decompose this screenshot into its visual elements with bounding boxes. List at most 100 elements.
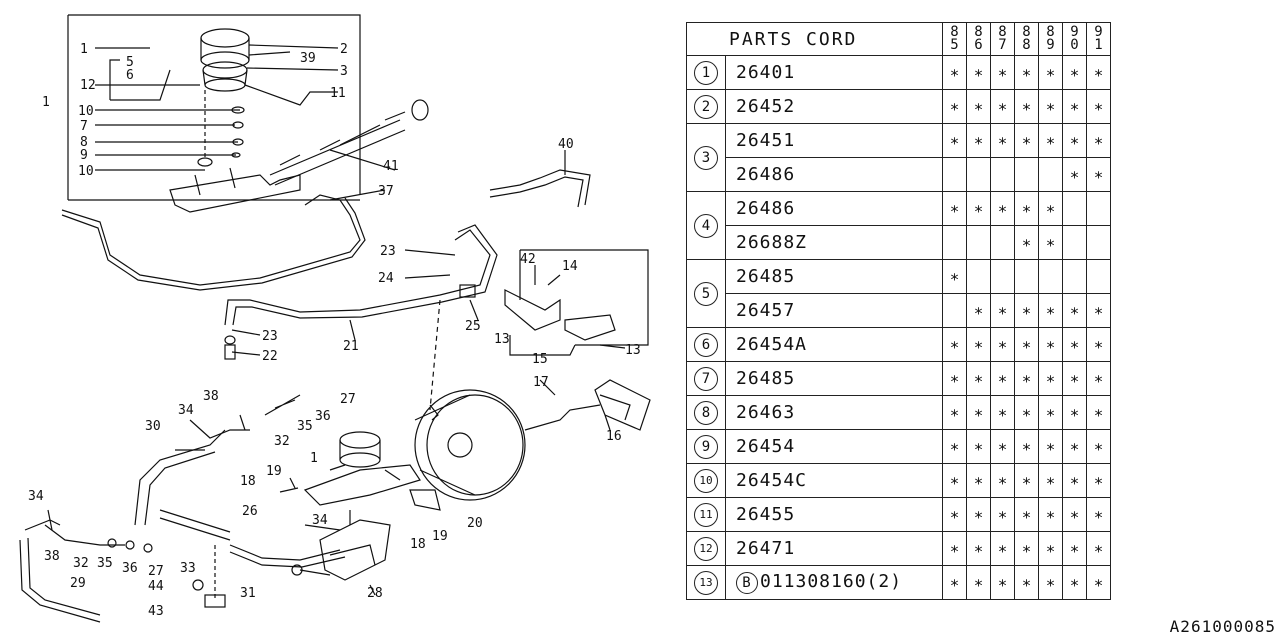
callout-13b: 13 [625, 343, 641, 358]
part-number: 26451 [736, 130, 796, 151]
year-applicability-cell: ∗ [942, 429, 967, 464]
year-applicability-cell: ∗ [1086, 565, 1111, 600]
year-applicability-cell: ∗ [1086, 361, 1111, 396]
callout-44: 44 [148, 579, 164, 594]
callout-31: 31 [240, 586, 256, 601]
year-applicability-cell: ∗ [990, 429, 1015, 464]
callout-29: 29 [70, 576, 86, 591]
part-number: 26454 [736, 436, 796, 457]
callout-2: 2 [340, 42, 348, 57]
callout-16: 16 [606, 429, 622, 444]
year-applicability-cell: ∗ [1038, 463, 1063, 498]
part-number-cell: 26454 [725, 429, 943, 464]
year-applicability-cell: ∗ [1014, 531, 1039, 566]
year-applicability-cell [966, 225, 991, 260]
year-applicability-cell [1062, 225, 1087, 260]
part-number: 26463 [736, 402, 796, 423]
year-applicability-cell: ∗ [1014, 327, 1039, 362]
year-applicability-cell: ∗ [942, 395, 967, 430]
year-header-88: 8 8 [1014, 22, 1039, 56]
part-number-cell: 26471 [725, 531, 943, 566]
callout-13: 13 [494, 332, 510, 347]
year-applicability-cell: ∗ [1038, 123, 1063, 158]
part-number-cell: 26452 [725, 89, 943, 124]
year-applicability-cell: ∗ [1038, 565, 1063, 600]
callout-23b: 23 [262, 329, 278, 344]
ref-number-cell: 4 [686, 191, 726, 260]
year-applicability-cell [990, 157, 1015, 192]
year-header-85: 8 5 [942, 22, 967, 56]
year-header-89: 8 9 [1038, 22, 1063, 56]
year-applicability-cell: ∗ [1086, 293, 1111, 328]
year-applicability-cell: ∗ [1086, 157, 1111, 192]
year-applicability-cell: ∗ [1062, 361, 1087, 396]
year-applicability-cell: ∗ [942, 531, 967, 566]
year-applicability-cell: ∗ [1086, 463, 1111, 498]
year-applicability-cell: ∗ [1014, 565, 1039, 600]
year-applicability-cell: ∗ [1038, 55, 1063, 90]
callout-1b: 1 [310, 451, 318, 466]
ref-number-circle: 11 [694, 503, 718, 527]
year-applicability-cell [1038, 157, 1063, 192]
ref-number-cell: 11 [686, 497, 726, 532]
year-applicability-cell: ∗ [1062, 293, 1087, 328]
part-number: 26454A [736, 334, 808, 355]
ref-number-cell: 12 [686, 531, 726, 566]
year-applicability-cell: ∗ [942, 361, 967, 396]
part-number: 26485 [736, 368, 796, 389]
year-applicability-cell: ∗ [966, 531, 991, 566]
year-applicability-cell: ∗ [1038, 327, 1063, 362]
year-applicability-cell: ∗ [966, 361, 991, 396]
year-applicability-cell: ∗ [1038, 89, 1063, 124]
year-applicability-cell [990, 259, 1015, 294]
callout-38b: 38 [44, 549, 60, 564]
ref-number-cell: 8 [686, 395, 726, 430]
part-number-cell: 26455 [725, 497, 943, 532]
year-applicability-cell: ∗ [1014, 89, 1039, 124]
year-applicability-cell: ∗ [966, 191, 991, 226]
table-row: 26457∗∗∗∗∗∗ [687, 293, 1111, 328]
callout-19: 19 [266, 464, 282, 479]
part-number: 26454C [736, 470, 808, 491]
year-applicability-cell: ∗ [990, 361, 1015, 396]
diagram-callouts: 1 5 6 12 1 10 7 8 9 10 2 39 3 11 41 37 4… [28, 42, 641, 619]
year-applicability-cell: ∗ [942, 191, 967, 226]
parts-cord-header: PARTS CORD [686, 22, 943, 56]
year-applicability-cell: ∗ [942, 565, 967, 600]
callout-11: 11 [330, 86, 346, 101]
ref-number-circle: 6 [694, 332, 718, 357]
callout-6: 6 [126, 68, 134, 83]
year-applicability-cell: ∗ [1086, 395, 1111, 430]
callout-10: 10 [78, 104, 94, 119]
ref-number-circle: 7 [694, 366, 718, 391]
year-applicability-cell [1086, 225, 1111, 260]
year-applicability-cell: ∗ [966, 565, 991, 600]
part-number: 26486 [736, 198, 796, 219]
ref-number-circle: 1 [694, 60, 718, 85]
year-applicability-cell [1062, 259, 1087, 294]
callout-18: 18 [240, 474, 256, 489]
part-number-cell: 26485 [725, 259, 943, 294]
year-applicability-cell: ∗ [1062, 497, 1087, 532]
callout-23: 23 [380, 244, 396, 259]
ref-number-cell: 10 [686, 463, 726, 498]
year-applicability-cell [966, 157, 991, 192]
ref-number-cell: 7 [686, 361, 726, 396]
year-applicability-cell: ∗ [942, 463, 967, 498]
callout-35b: 35 [97, 556, 113, 571]
ref-number-circle: 13 [694, 571, 718, 595]
part-number-cell: 26457 [725, 293, 943, 328]
ref-number-cell: 6 [686, 327, 726, 362]
bolt-prefix-circle: B [736, 572, 758, 594]
table-row: 26486∗∗ [687, 157, 1111, 192]
callout-27: 27 [340, 392, 356, 407]
